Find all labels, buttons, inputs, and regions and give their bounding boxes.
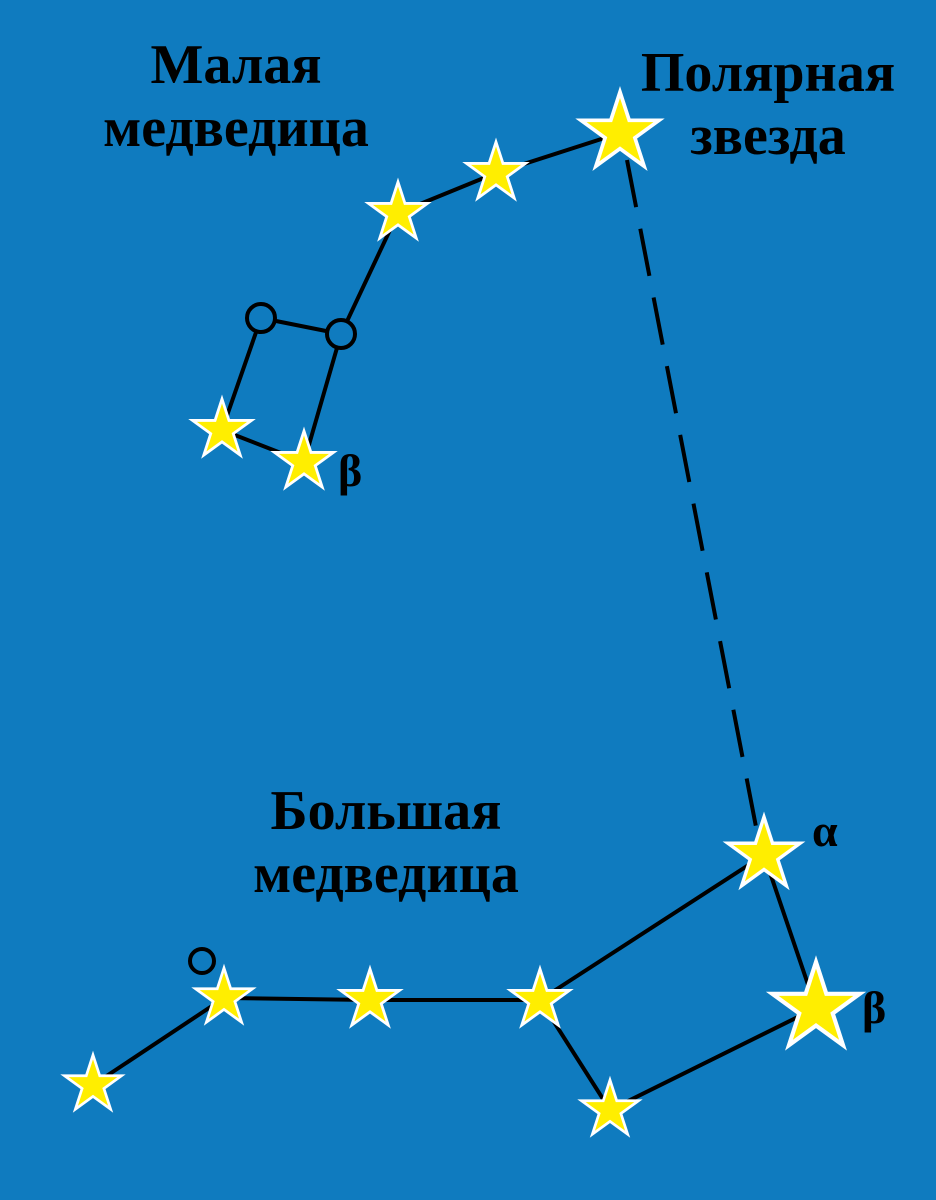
big-dipper-beta-star-icon bbox=[772, 962, 860, 1045]
big-dipper-title-line1: Большая bbox=[270, 780, 502, 842]
little-dipper-title-line2: медведица bbox=[103, 96, 369, 159]
big-dipper-alpha-label: α bbox=[812, 805, 838, 856]
star-icon bbox=[511, 969, 570, 1025]
little-dipper-lines bbox=[220, 131, 621, 464]
polaris-title-line2: звезда bbox=[690, 104, 846, 167]
bright-stars bbox=[64, 92, 859, 1134]
star-icon bbox=[341, 969, 400, 1025]
pointer-dashed-line bbox=[625, 159, 759, 833]
faint-star-circle-icon bbox=[325, 318, 357, 350]
little-dipper-beta-label: β bbox=[338, 445, 363, 496]
little-dipper-title-line1: Малая bbox=[150, 34, 322, 96]
big-dipper-title-line2: медведица bbox=[253, 842, 519, 905]
polaris-title: Полярная звезда bbox=[628, 42, 908, 167]
star-icon bbox=[369, 182, 428, 238]
star-icon bbox=[581, 1080, 638, 1134]
little-dipper-title: Малая медведица bbox=[86, 34, 386, 159]
star-icon bbox=[467, 142, 526, 198]
big-dipper-title: Большая медведица bbox=[236, 780, 536, 905]
faint-star-circle-icon bbox=[188, 947, 216, 975]
star-icon bbox=[193, 399, 252, 455]
big-dipper-alpha-star-icon bbox=[728, 817, 800, 886]
polaris-title-line1: Полярная bbox=[640, 42, 896, 104]
big-dipper-beta-label: β bbox=[862, 982, 887, 1033]
little-dipper-beta-star-icon bbox=[275, 431, 334, 487]
faint-star-circle-icon bbox=[245, 302, 277, 334]
star-icon bbox=[195, 968, 252, 1022]
star-icon bbox=[64, 1055, 121, 1109]
faint-stars bbox=[188, 302, 357, 975]
